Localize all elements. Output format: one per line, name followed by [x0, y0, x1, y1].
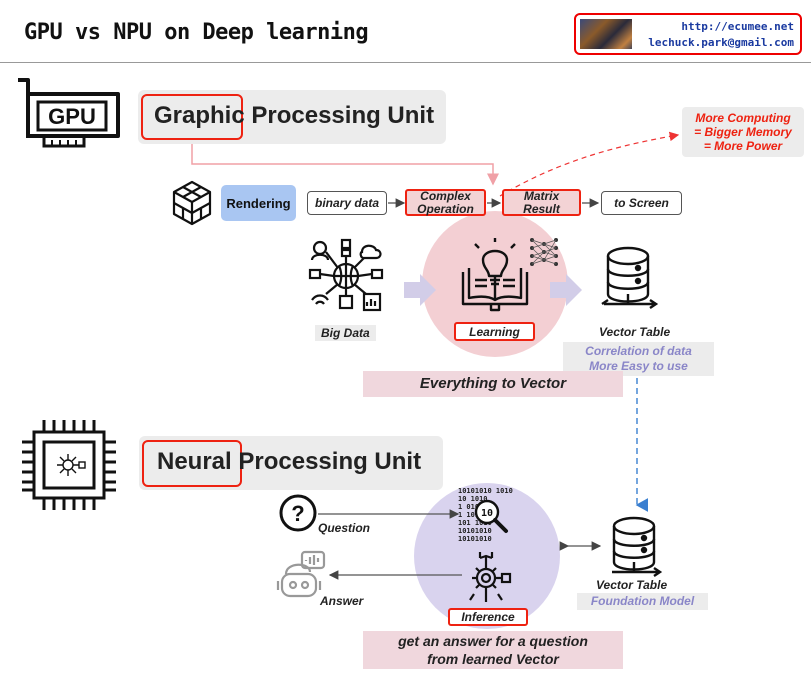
author-url[interactable]: http://ecumee.net — [681, 20, 794, 33]
npu-title: Neural Processing Unit — [157, 448, 421, 476]
binary-line: 10101010 1010 — [458, 487, 513, 495]
note-line-2: = Bigger Memory — [694, 125, 792, 139]
more-computing-note: More Computing = Bigger Memory = More Po… — [682, 107, 804, 157]
answer-caption-line-1: get an answer for a question — [398, 633, 588, 649]
graphic-to-pipeline-line — [191, 142, 499, 186]
answer-label: Answer — [320, 594, 364, 608]
vector-table-icon-bottom — [612, 516, 663, 577]
gpu-title: Graphic Processing Unit — [154, 102, 434, 130]
npu-title-highlight: Neural — [157, 448, 232, 475]
neural-highlight-box — [142, 440, 242, 487]
gpu-title-rest: Processing Unit — [244, 102, 435, 129]
binary-line: 1 010 — [458, 503, 480, 511]
learning-label: Learning — [454, 322, 535, 341]
correlation-line-2: More Easy to use — [589, 359, 688, 373]
question-label: Question — [318, 521, 371, 535]
gpu-card-icon: GPU — [18, 78, 120, 148]
binary-line: 10101010 — [458, 535, 492, 543]
everything-to-vector: Everything to Vector — [363, 371, 623, 397]
magnifier-icon: 10 — [474, 499, 508, 533]
inference-label: Inference — [448, 608, 528, 626]
npu-title-bar — [139, 436, 443, 490]
foundation-model-label: Foundation Model — [577, 593, 708, 610]
page-title: GPU vs NPU on Deep learning — [24, 20, 369, 45]
more-power-arrow — [499, 131, 680, 197]
note-line-3: = More Power — [703, 139, 783, 153]
inference-gear-icon — [469, 552, 512, 602]
gpu-title-bar — [138, 90, 446, 144]
cube-icon — [172, 180, 212, 226]
binary-data-chip: binary data — [307, 191, 387, 215]
correlation-line-1: Correlation of data — [585, 344, 692, 358]
header-divider — [0, 62, 811, 63]
matrix-result-chip: Matrix Result — [502, 189, 581, 216]
big-data-icon — [308, 238, 384, 312]
note-line-1: More Computing — [695, 111, 791, 125]
gpu-card-label: GPU — [48, 104, 96, 129]
author-photo — [580, 19, 632, 49]
author-email[interactable]: lechuck.park@gmail.com — [648, 36, 794, 49]
vector-table-icon — [601, 244, 659, 309]
question-icon: ? — [279, 494, 317, 532]
binary-line: 101 1010 — [458, 519, 492, 527]
big-arrow-left — [404, 274, 436, 306]
correlation-note: Correlation of data More Easy to use — [563, 342, 714, 376]
vector-table-label-top: Vector Table — [599, 325, 671, 339]
answer-caption: get an answer for a question from learne… — [363, 631, 623, 669]
svg-text:?: ? — [291, 501, 304, 526]
neural-net-icon — [530, 238, 558, 266]
vector-table-label-bottom: Vector Table — [596, 578, 668, 592]
answer-caption-line-2: from learned Vector — [427, 651, 559, 667]
svg-text:10: 10 — [481, 508, 493, 519]
binary-art: 10101010 1010 10 1010 1 010 1 1010 101 1… — [458, 487, 516, 543]
npu-title-rest: Processing Unit — [231, 448, 422, 475]
author-badge: http://ecumee.net lechuck.park@gmail.com — [574, 13, 802, 55]
big-data-label: Big Data — [315, 325, 376, 341]
graphic-highlight-box — [141, 94, 243, 140]
big-arrow-right — [550, 274, 582, 306]
rendering-label: Rendering — [221, 185, 296, 221]
binary-line: 10 1010 — [458, 495, 488, 503]
binary-line: 10101010 — [458, 527, 492, 535]
to-screen-chip: to Screen — [601, 191, 682, 215]
npu-chip-icon — [22, 420, 116, 510]
robot-icon — [276, 550, 326, 598]
binary-line: 1 1010 — [458, 511, 484, 519]
gpu-title-highlight: Graphic — [154, 102, 245, 129]
learning-book-icon — [461, 238, 529, 312]
complex-operation-chip: Complex Operation — [405, 189, 486, 216]
